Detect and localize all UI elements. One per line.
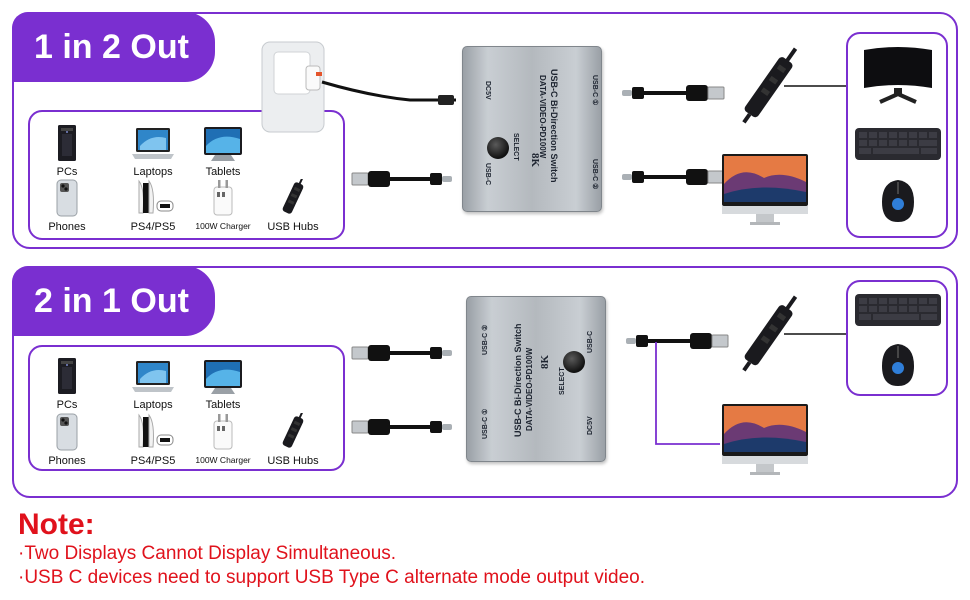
output-devices-box <box>846 32 948 238</box>
device-100w-charger: 100W Charger <box>188 179 258 231</box>
usb-cable-icon <box>351 345 452 361</box>
panel-1-in-2-out: 1 in 2 Out PCs Laptops Tablets Phones <box>12 12 958 249</box>
input-devices-box: PCs Laptops Tablets Phones PS4/PS5 <box>28 345 345 471</box>
device-laptops: Laptops <box>118 124 188 178</box>
usb-cable-icon <box>351 419 452 435</box>
device-phones: Phones <box>32 413 102 467</box>
mode-title: 2 in 1 Out <box>12 266 215 336</box>
note-line: ·Two Displays Cannot Display Simultaneou… <box>18 543 397 564</box>
usb-hub-icon <box>271 176 315 217</box>
game-console-icon <box>131 413 175 451</box>
usb-cable-icon <box>622 169 725 185</box>
usb-cable-icon <box>622 85 725 101</box>
charger-icon <box>201 413 245 451</box>
pc-tower-icon <box>45 124 89 162</box>
tablet-icon <box>201 124 245 162</box>
select-button <box>563 351 585 373</box>
game-console-icon <box>131 179 175 217</box>
phone-icon <box>45 179 89 217</box>
usb-hub-icon <box>271 410 315 451</box>
tablet-icon <box>201 357 245 395</box>
laptop-icon <box>131 357 175 395</box>
device-pcs: PCs <box>32 124 102 178</box>
device-ps4-ps5: PS4/PS5 <box>118 179 188 233</box>
usb-c-switch-2: USB-C Bi-Direction Switch DATA-VIDEO-PD1… <box>466 296 606 462</box>
usb-hub-icon <box>742 295 848 372</box>
keyboard-icon <box>855 128 941 160</box>
usb-cable-icon <box>351 171 452 187</box>
curved-monitor-icon <box>864 47 932 104</box>
output-devices-box <box>846 280 948 396</box>
mode-title: 1 in 2 Out <box>12 12 215 82</box>
device-tablets: Tablets <box>188 357 258 411</box>
usb-cable-icon <box>626 333 729 349</box>
charger-icon <box>201 179 245 217</box>
pc-tower-icon <box>45 357 89 395</box>
usb-c-switch-1: USB-C Bi-Direction Switch DATA-VIDEO-PD1… <box>462 46 602 212</box>
wall-charger-icon <box>261 41 456 133</box>
device-tablets: Tablets <box>188 124 258 178</box>
device-usb-hubs: USB Hubs <box>258 176 328 233</box>
video-route-line <box>655 342 720 445</box>
panel-2-in-1-out: 2 in 1 Out PCs Laptops Tablets Phones <box>12 266 958 498</box>
device-laptops: Laptops <box>118 357 188 411</box>
device-usb-hubs: USB Hubs <box>258 410 328 467</box>
desktop-monitor-icon <box>722 404 808 475</box>
desktop-monitor-icon <box>722 154 808 225</box>
select-button <box>487 137 509 159</box>
device-phones: Phones <box>32 179 102 233</box>
gaming-mouse-icon <box>882 344 914 386</box>
gaming-mouse-icon <box>882 180 914 222</box>
usb-hub-icon <box>742 47 848 124</box>
device-pcs: PCs <box>32 357 102 411</box>
note-line: ·USB C devices need to support USB Type … <box>18 567 645 588</box>
device-ps4-ps5: PS4/PS5 <box>118 413 188 467</box>
note-title: Note: <box>18 508 95 541</box>
keyboard-icon <box>855 294 941 326</box>
phone-icon <box>45 413 89 451</box>
device-100w-charger: 100W Charger <box>188 413 258 465</box>
laptop-icon <box>131 124 175 162</box>
